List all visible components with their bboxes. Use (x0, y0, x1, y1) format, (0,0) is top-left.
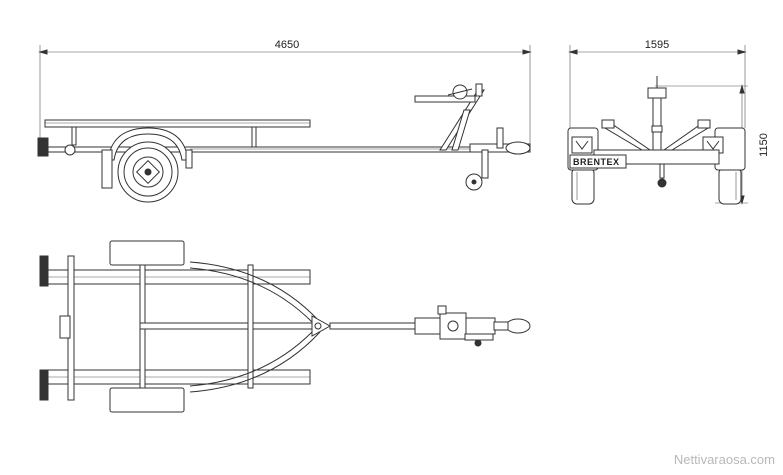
length-dimension-label: 4650 (275, 39, 299, 51)
brand-label: BRENTEX (573, 157, 620, 167)
bunk-board (44, 119, 311, 128)
winch-post (414, 83, 485, 151)
side-wheel (117, 141, 179, 203)
side-view: 4650 (37, 39, 532, 203)
length-dimension: 4650 (38, 39, 532, 150)
width-dimension-label: 1595 (645, 39, 669, 51)
rear-view: 1595 1150 BRENTEX (567, 39, 770, 205)
height-dimension-label: 1150 (758, 133, 770, 157)
top-view (39, 240, 531, 413)
coupling-assembly (414, 305, 531, 347)
watermark: Nettivaraosa.com (673, 452, 775, 467)
width-dimension: 1595 (568, 39, 747, 128)
jockey-wheel (465, 149, 489, 191)
